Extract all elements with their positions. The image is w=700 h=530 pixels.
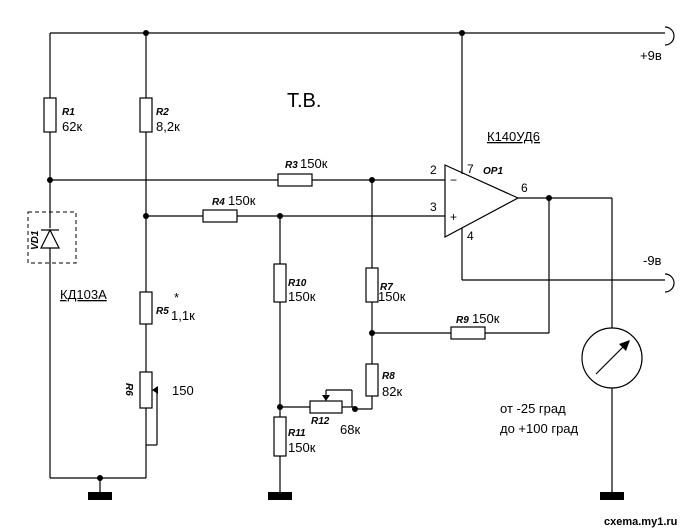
r4-value: 150к — [228, 193, 256, 208]
opamp-op1 — [444, 164, 520, 239]
r8-body — [365, 363, 379, 397]
meter — [581, 327, 643, 389]
resistor-bodies — [43, 97, 486, 457]
junction-dot — [277, 213, 283, 219]
r1-body — [43, 97, 57, 133]
junction-dot — [369, 330, 375, 336]
r6-value: 150 — [172, 383, 194, 398]
terminal-plus-icon — [664, 26, 675, 46]
ground-icon — [88, 492, 112, 500]
r9-value: 150к — [472, 311, 500, 326]
junction-dot — [143, 30, 149, 36]
opamp-ref: OP1 — [483, 166, 503, 177]
opamp-sign-minus: − — [450, 173, 457, 187]
r12-body — [309, 400, 343, 414]
ground-symbols — [88, 492, 624, 500]
r3-value: 150к — [300, 156, 328, 171]
supply-negative-label: -9в — [643, 253, 662, 268]
opamp-pin-vplus: 7 — [467, 162, 474, 176]
r11-body — [273, 416, 287, 457]
r7-ref: R7 — [380, 282, 393, 293]
opamp-pin-inv: 2 — [430, 163, 437, 177]
junction-dot — [47, 177, 53, 183]
junctions — [47, 30, 552, 481]
junction-dot — [546, 195, 552, 201]
r8-value: 82к — [382, 384, 402, 399]
r12-wiper-arrow-icon — [322, 395, 330, 401]
opamp-pin-noninv: 3 — [430, 200, 437, 214]
r5-value: 1,1к — [171, 308, 195, 323]
r6-body — [139, 371, 153, 409]
r7-value: 150к — [378, 289, 406, 304]
r2-body — [139, 97, 153, 133]
opamp-pin-vminus: 4 — [467, 229, 474, 243]
terminal-minus-icon — [664, 273, 675, 293]
r3-body — [277, 173, 313, 187]
diode-vd1 — [27, 211, 77, 264]
ground-icon — [268, 492, 292, 500]
opamp-pin-out: 6 — [521, 181, 528, 195]
r3-ref: R3 — [285, 160, 298, 171]
meter-range-line1: от -25 град — [500, 401, 566, 416]
junction-dot — [143, 213, 149, 219]
r8-ref: R8 — [382, 371, 395, 382]
r12-value: 68к — [340, 422, 360, 437]
opamp-part: К140УД6 — [487, 129, 540, 144]
r9-body — [450, 326, 486, 340]
r11-value: 150к — [288, 440, 316, 455]
junction-dot — [97, 475, 103, 481]
r1-value: 62к — [62, 119, 82, 134]
r9-ref: R9 — [456, 315, 469, 326]
r10-body — [273, 263, 287, 303]
meter-range-line2: до +100 град — [500, 421, 579, 436]
r2-value: 8,2к — [156, 119, 180, 134]
r1-ref: R1 — [62, 107, 75, 118]
opamp-triangle-icon — [444, 164, 520, 239]
ground-icon — [600, 492, 624, 500]
r10-ref: R10 — [288, 278, 307, 289]
r4-body — [202, 209, 238, 223]
r2-ref: R2 — [156, 107, 169, 118]
r11-ref: R11 — [288, 428, 306, 439]
r5-ref: R5 — [156, 306, 169, 317]
wires — [49, 32, 665, 492]
r5-mark: * — [174, 290, 179, 305]
supply-terminals — [664, 26, 675, 293]
r7-body — [365, 267, 379, 303]
r12-ref: R12 — [311, 416, 330, 427]
watermark: cxema.my1.ru — [604, 516, 677, 528]
junction-dot — [369, 177, 375, 183]
diode-dashed-box — [27, 211, 77, 264]
opamp-sign-plus: + — [450, 210, 457, 224]
r10-value: 150к — [288, 289, 316, 304]
meter-needle-arrow-icon — [619, 340, 630, 351]
r4-ref: R4 — [212, 197, 225, 208]
r5-body — [139, 291, 153, 325]
diode-part: КД103А — [60, 287, 107, 302]
junction-dot — [277, 404, 283, 410]
diode-icon — [40, 228, 60, 249]
r6-ref: R6 — [123, 383, 134, 396]
junction-dot — [352, 406, 358, 412]
diagram-title: Т.В. — [287, 90, 321, 112]
junction-dot — [459, 30, 465, 36]
r6-wiper-arrow-icon — [152, 386, 158, 394]
supply-positive-label: +9в — [640, 48, 662, 63]
diode-ref: VD1 — [30, 230, 41, 250]
